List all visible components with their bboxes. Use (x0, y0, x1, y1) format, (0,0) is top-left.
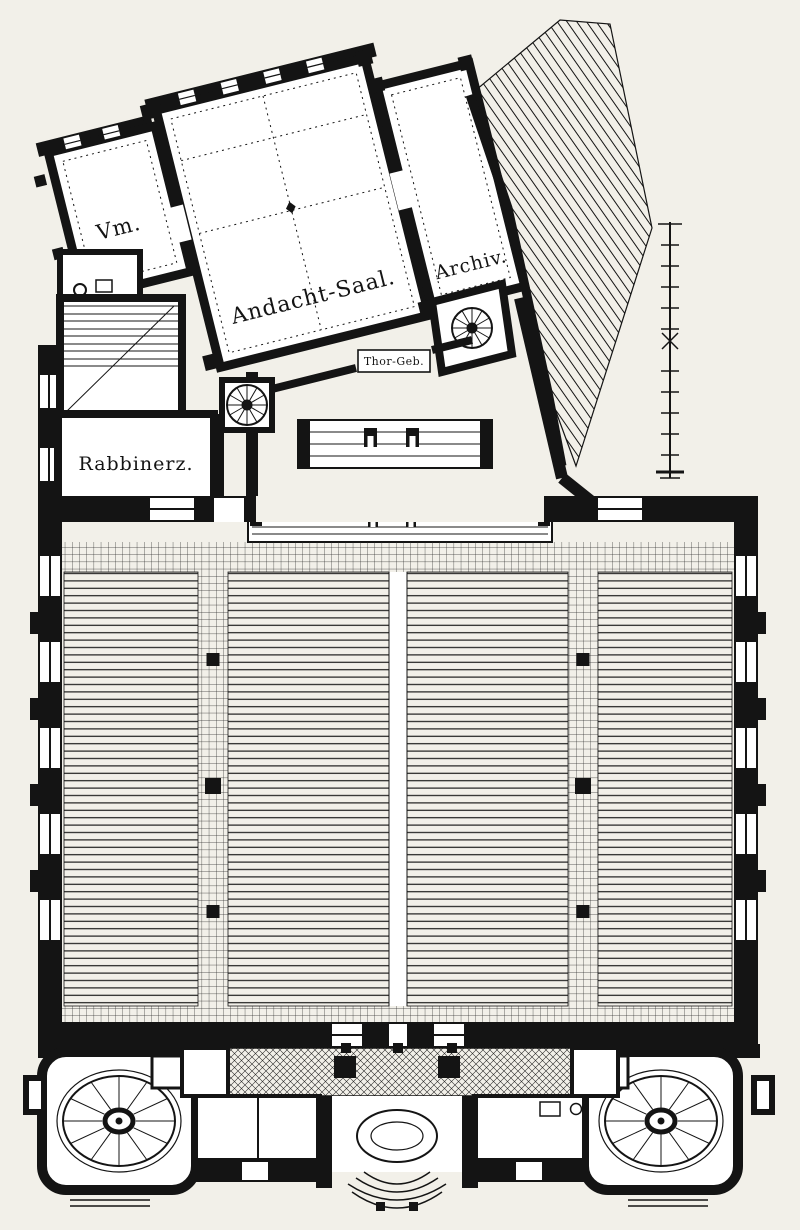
wing-stair-room (427, 279, 517, 377)
door-saal-archiv (389, 170, 413, 211)
oval-windfang (356, 1109, 438, 1163)
inner-room-left (194, 1094, 322, 1162)
hall-left-wall (38, 522, 62, 1048)
entrance-steps (347, 1171, 447, 1209)
fixture-box (95, 279, 113, 293)
scale-bar (656, 222, 684, 479)
room-rabbinerz: Rabbinerz. (54, 410, 218, 514)
bottom-tile-band (62, 1006, 734, 1022)
vestibule-room-left (180, 1046, 230, 1098)
corner-block-left (37, 1047, 201, 1195)
pilaster-stubs (30, 612, 766, 892)
door-vm-saal (169, 204, 192, 243)
pew-block-right (597, 571, 733, 1007)
vestibule-zone (23, 1043, 775, 1211)
corner-steps (70, 1193, 708, 1207)
hall-right-wall (734, 522, 758, 1048)
hall-columns (205, 653, 591, 918)
ark-label-box: Thor-Geb. (357, 349, 431, 373)
small-room (57, 249, 143, 303)
scale-bar-star (661, 330, 679, 352)
top-tile-band (62, 542, 734, 572)
spiral-stair-left (226, 384, 268, 426)
inner-room-right (472, 1094, 586, 1162)
upper-wing: Vm. Andacht-Saal. Archiv. (33, 42, 531, 373)
pew-block-mid-left (227, 571, 390, 1007)
stair-block (56, 294, 186, 422)
left-spiral-room (219, 377, 275, 433)
outer-stub-right (751, 1075, 775, 1115)
wing-windows (63, 57, 325, 150)
entrance-porch (316, 1096, 478, 1209)
ark-label: Thor-Geb. (364, 355, 424, 368)
pew-block-left (63, 571, 199, 1007)
pew-block-mid-right (406, 571, 569, 1007)
outer-stub-left (23, 1075, 47, 1115)
hall-windows (40, 556, 756, 940)
left-service-block: Rabbinerz. (38, 249, 275, 522)
vestibule-room-right (570, 1046, 620, 1098)
wing-piers (33, 48, 475, 371)
center-aisle (389, 572, 407, 1006)
rabbinerz-label: Rabbinerz. (78, 453, 193, 475)
ceiling-center-mark (285, 201, 296, 214)
corridor-wall (214, 414, 224, 510)
vestibule-floor (227, 1043, 573, 1097)
apse-platform-upper (297, 419, 493, 469)
main-hall (30, 496, 766, 1048)
neighbor-building-hatch (469, 19, 653, 468)
